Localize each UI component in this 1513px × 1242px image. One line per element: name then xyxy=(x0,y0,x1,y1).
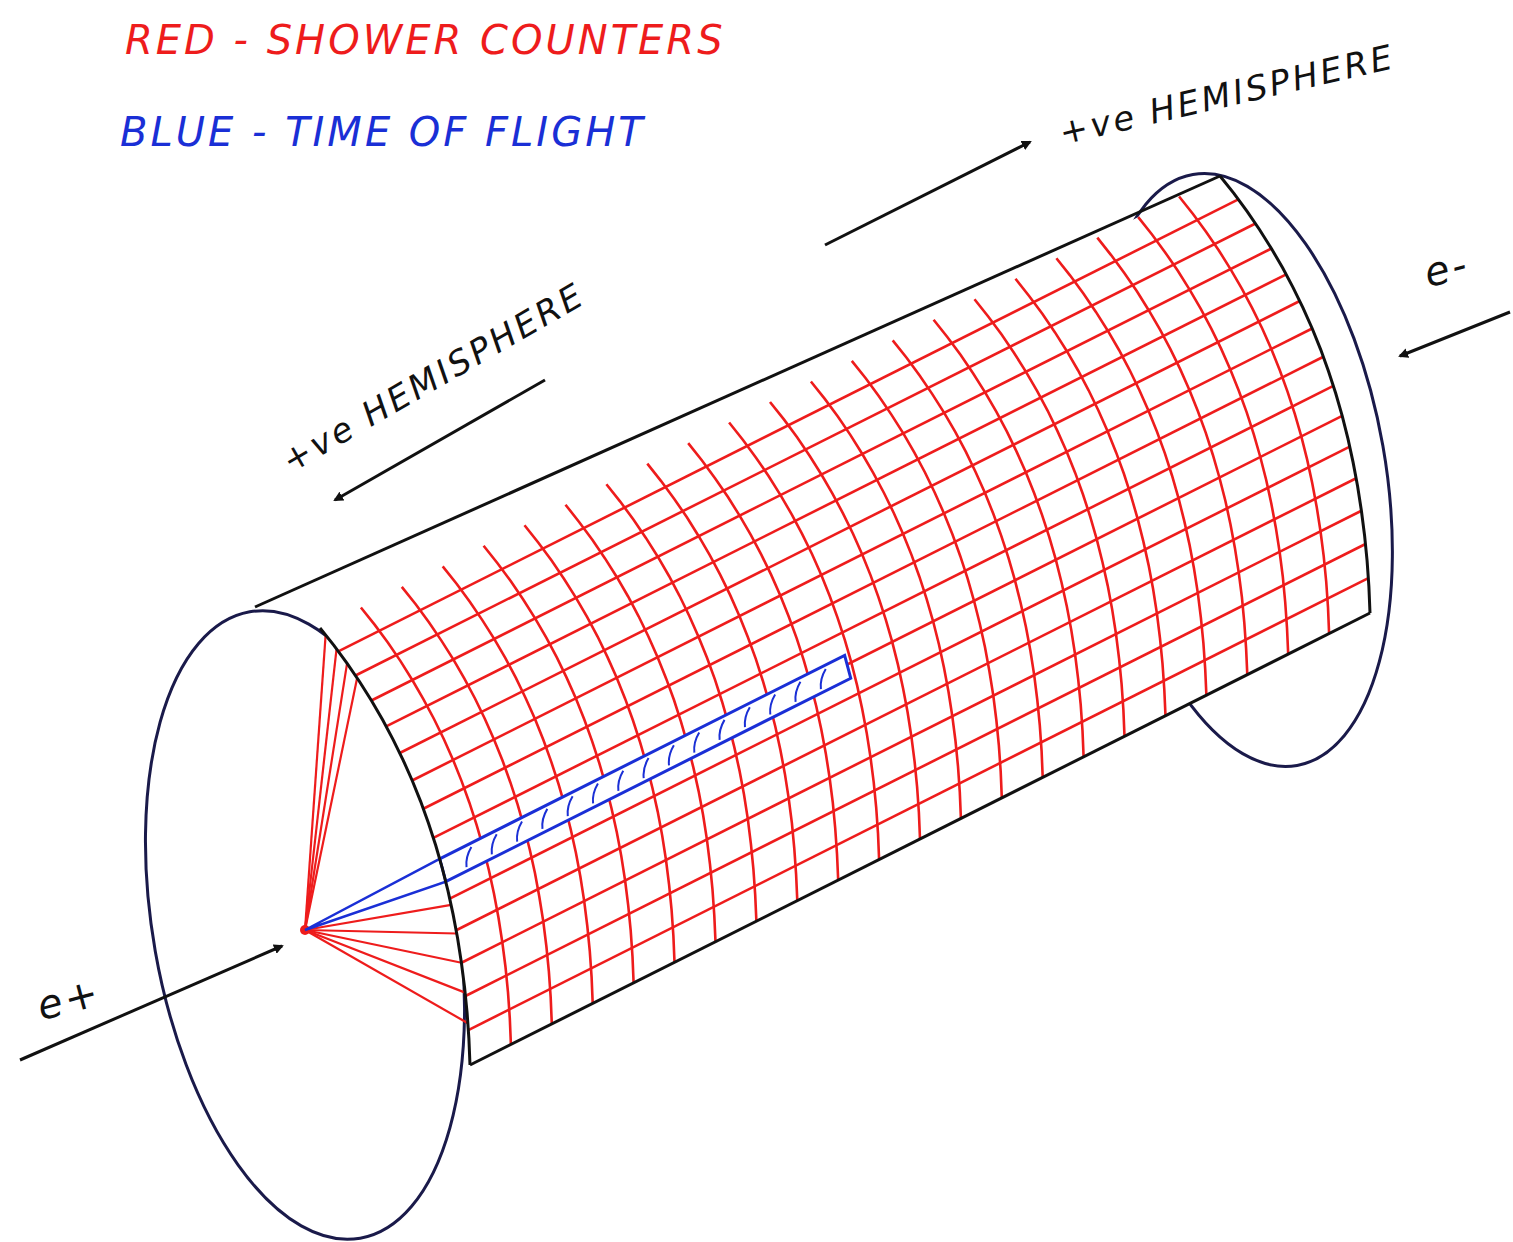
tof-hatch xyxy=(568,796,573,816)
shower-counter-line xyxy=(305,930,465,993)
shower-counter-line xyxy=(1138,217,1288,654)
tof-hatch xyxy=(694,733,699,753)
shower-counter-line xyxy=(305,930,457,933)
direction-arrow xyxy=(825,142,1030,245)
cylinder-outline xyxy=(1220,176,1370,613)
shower-counter-line xyxy=(355,224,1255,676)
shower-counter-line xyxy=(525,525,675,962)
tof-hatch xyxy=(719,720,724,740)
shower-counter-line xyxy=(400,301,1300,753)
shower-counter-line xyxy=(1016,279,1166,716)
shower-counter-line xyxy=(305,678,357,930)
tof-hatch xyxy=(542,809,547,829)
shower-counter-line xyxy=(456,478,1356,930)
legend-note: RED - SHOWER COUNTERS xyxy=(125,18,726,62)
cylinder-outline xyxy=(470,613,1370,1065)
beam-label: e- xyxy=(1419,241,1474,295)
tof-hatch xyxy=(821,669,826,689)
shower-counter-line xyxy=(934,320,1084,757)
hemisphere-label: +ve HEMISPHERE xyxy=(1056,38,1399,152)
beam-arrow xyxy=(1400,312,1510,356)
shower-counter-line xyxy=(1097,238,1247,675)
tof-strip xyxy=(305,859,446,930)
hemisphere-label: +ve HEMISPHERE xyxy=(276,276,592,480)
shower-counter-line xyxy=(484,546,634,983)
tof-hatch xyxy=(618,771,623,791)
shower-counter-line xyxy=(1056,258,1206,695)
tof-hatch xyxy=(492,834,497,854)
shower-counter-line xyxy=(305,930,468,1023)
shower-counter-line xyxy=(338,199,1238,651)
shower-counter-line xyxy=(647,464,797,901)
shower-counter-line xyxy=(402,587,552,1024)
shower-counter-line xyxy=(461,511,1361,963)
cylinder-outline xyxy=(255,176,1220,607)
tof-hatch xyxy=(770,694,775,714)
tof-hatch xyxy=(669,745,674,765)
shower-counter-line xyxy=(975,299,1125,736)
tof-hatch xyxy=(517,822,522,842)
shower-counter-line xyxy=(606,484,756,921)
legend-note: BLUE - TIME OF FLIGHT xyxy=(120,110,646,154)
shower-counter-line xyxy=(433,386,1333,838)
shower-counter-line xyxy=(412,328,1312,780)
shower-counter-line xyxy=(770,402,920,839)
shower-counter-line xyxy=(1179,197,1329,634)
tof-hatch xyxy=(745,707,750,727)
shower-counter-line xyxy=(852,361,1002,798)
shower-counter-line xyxy=(811,382,961,819)
tof-hatch xyxy=(795,682,800,702)
tof-hatch xyxy=(593,783,598,803)
shower-counter-line xyxy=(423,357,1323,809)
shower-counter-line xyxy=(361,608,511,1045)
shower-counter-line xyxy=(305,649,337,930)
beam-arrow xyxy=(20,946,282,1060)
shower-counter-line xyxy=(450,447,1350,899)
shower-counter-line xyxy=(566,505,716,942)
shower-counter-line xyxy=(893,340,1043,777)
tof-strip xyxy=(440,655,851,881)
shower-counter-line xyxy=(305,930,461,963)
cylinder-body xyxy=(320,176,1370,1065)
shower-counter-line xyxy=(465,544,1365,996)
shower-counter-line xyxy=(729,423,879,860)
shower-counter-line xyxy=(443,566,593,1003)
tof-hatch xyxy=(644,758,649,778)
beam-label: e+ xyxy=(32,969,105,1028)
tof-hatch xyxy=(466,847,471,867)
cylinder-outline xyxy=(320,628,470,1065)
shower-counter-line xyxy=(305,663,347,930)
shower-counter-line xyxy=(688,443,838,880)
